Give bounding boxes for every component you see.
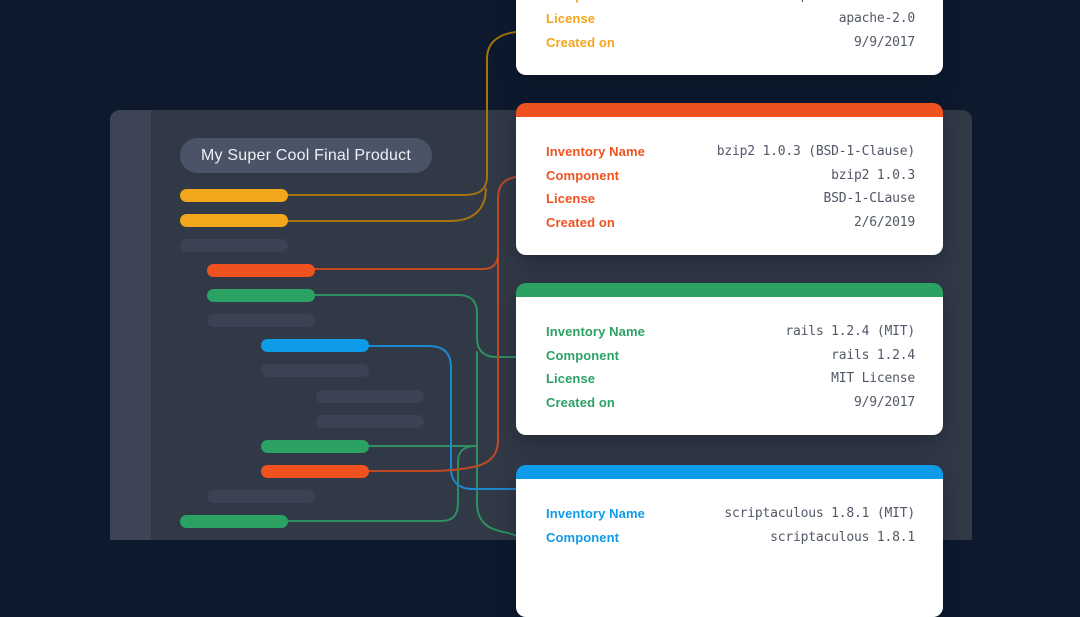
green-bar-2-node[interactable] bbox=[261, 440, 369, 453]
green-line-bar-3 bbox=[287, 445, 477, 522]
card-row: Component rails 1.2.4 bbox=[546, 344, 915, 368]
card-field-label: Inventory Name bbox=[546, 324, 645, 340]
green-bar-1-node[interactable] bbox=[207, 289, 315, 302]
green-line-bar-1-to-rails-card bbox=[314, 294, 517, 358]
card-field-value: apache-ant 1.9.4 bbox=[793, 0, 915, 3]
yellow-bar-2-node[interactable] bbox=[180, 214, 288, 227]
card-row: Created on 2/6/2019 bbox=[546, 211, 915, 235]
card-body: Inventory Name rails 1.2.4 (MIT) Component… bbox=[516, 297, 943, 435]
card-row: Component scriptaculous 1.8.1 bbox=[546, 526, 915, 550]
card-body: Inventory Name bzip2 1.0.3 (BSD-1-Clause)… bbox=[516, 117, 943, 255]
card-field-label: License bbox=[546, 371, 596, 387]
card-field-label: Created on bbox=[546, 214, 615, 230]
card-row: Inventory Name bzip2 1.0.3 (BSD-1-Clause) bbox=[546, 140, 915, 164]
yellow-bar-1-node[interactable] bbox=[180, 189, 288, 202]
card-field-value: 2/6/2019 bbox=[853, 214, 915, 230]
card-scriptaculous: Inventory Name scriptaculous 1.8.1 (MIT) C… bbox=[516, 465, 943, 617]
card-field-value: bzip2 1.0.3 bbox=[831, 167, 915, 183]
gray-bar-6-node[interactable] bbox=[207, 490, 315, 503]
panel-left-gutter bbox=[110, 110, 151, 540]
green-bar-3-node[interactable] bbox=[180, 515, 288, 528]
gray-bar-3-node[interactable] bbox=[261, 364, 369, 377]
amber-line-to-apache-card bbox=[287, 31, 517, 196]
gray-bar-4-node[interactable] bbox=[316, 390, 424, 403]
blue-bar-1-node[interactable] bbox=[261, 339, 369, 352]
orange-bar-1-node[interactable] bbox=[207, 264, 315, 277]
card-field-label: Component bbox=[546, 0, 619, 3]
card-field-label: Component bbox=[546, 167, 620, 183]
red-line-orange-bar-1 bbox=[314, 252, 499, 270]
connector-lines bbox=[287, 31, 525, 540]
card-row: Created on 9/9/2017 bbox=[546, 31, 915, 55]
card-field-value: 9/9/2017 bbox=[853, 34, 915, 50]
card-accent-bar bbox=[516, 465, 943, 479]
card-row: Component bzip2 1.0.3 bbox=[546, 164, 915, 188]
card-field-label: Inventory Name bbox=[546, 144, 645, 160]
card-row: License MIT License bbox=[546, 367, 915, 391]
card-field-label: Created on bbox=[546, 394, 615, 410]
blue-line-to-scriptaculous-card bbox=[367, 345, 517, 490]
card-row: Inventory Name scriptaculous 1.8.1 (MIT) bbox=[546, 502, 915, 526]
card-accent-bar bbox=[516, 103, 943, 117]
card-field-label: Component bbox=[546, 529, 620, 545]
card-body: Inventory Name scriptaculous 1.8.1 (MIT) C… bbox=[516, 479, 943, 617]
card-field-label: License bbox=[546, 11, 596, 27]
gray-bar-5-node[interactable] bbox=[316, 415, 424, 428]
card-row: Created on 9/9/2017 bbox=[546, 391, 915, 415]
gray-bar-1-node[interactable] bbox=[180, 239, 288, 252]
card-row: License apache-2.0 bbox=[546, 7, 915, 31]
card-field-value: rails 1.2.4 bbox=[831, 347, 915, 363]
card-field-value: MIT License bbox=[831, 371, 915, 387]
card-row: Inventory Name rails 1.2.4 (MIT) bbox=[546, 320, 915, 344]
card-field-value: scriptaculous 1.8.1 bbox=[770, 529, 915, 545]
card-field-value: scriptaculous 1.8.1 (MIT) bbox=[724, 506, 915, 522]
red-line-to-bzip2-card bbox=[367, 176, 517, 472]
card-row: Component apache-ant 1.9.4 bbox=[546, 0, 915, 7]
card-bzip2: Inventory Name bzip2 1.0.3 (BSD-1-Clause)… bbox=[516, 103, 943, 255]
product-root-node[interactable]: My Super Cool Final Product bbox=[180, 138, 432, 173]
card-field-value: rails 1.2.4 (MIT) bbox=[785, 324, 915, 340]
card-rails: Inventory Name rails 1.2.4 (MIT) Component… bbox=[516, 283, 943, 435]
card-accent-bar bbox=[516, 283, 943, 297]
orange-bar-2-node[interactable] bbox=[261, 465, 369, 478]
card-field-label: Created on bbox=[546, 34, 615, 50]
card-row: License BSD-1-CLause bbox=[546, 187, 915, 211]
card-field-value: 9/9/2017 bbox=[853, 394, 915, 410]
card-field-value: bzip2 1.0.3 (BSD-1-Clause) bbox=[716, 144, 915, 160]
gray-bar-2-node[interactable] bbox=[207, 314, 315, 327]
card-field-value: apache-2.0 bbox=[838, 11, 915, 27]
card-field-value: BSD-1-CLause bbox=[823, 191, 915, 207]
card-field-label: Inventory Name bbox=[546, 506, 645, 522]
card-field-label: Component bbox=[546, 347, 620, 363]
amber-line-yellow-bar-2 bbox=[287, 188, 487, 222]
card-field-label: License bbox=[546, 191, 596, 207]
